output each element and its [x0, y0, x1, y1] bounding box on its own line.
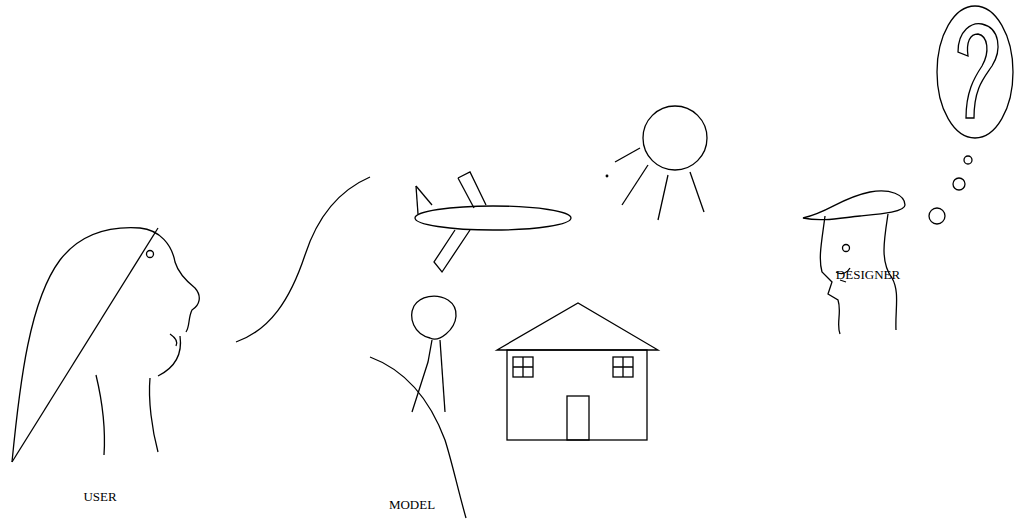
figure-label: USER [83, 490, 116, 503]
figure-label: MODEL [389, 498, 435, 511]
figure-label: DESIGNER [836, 268, 900, 281]
